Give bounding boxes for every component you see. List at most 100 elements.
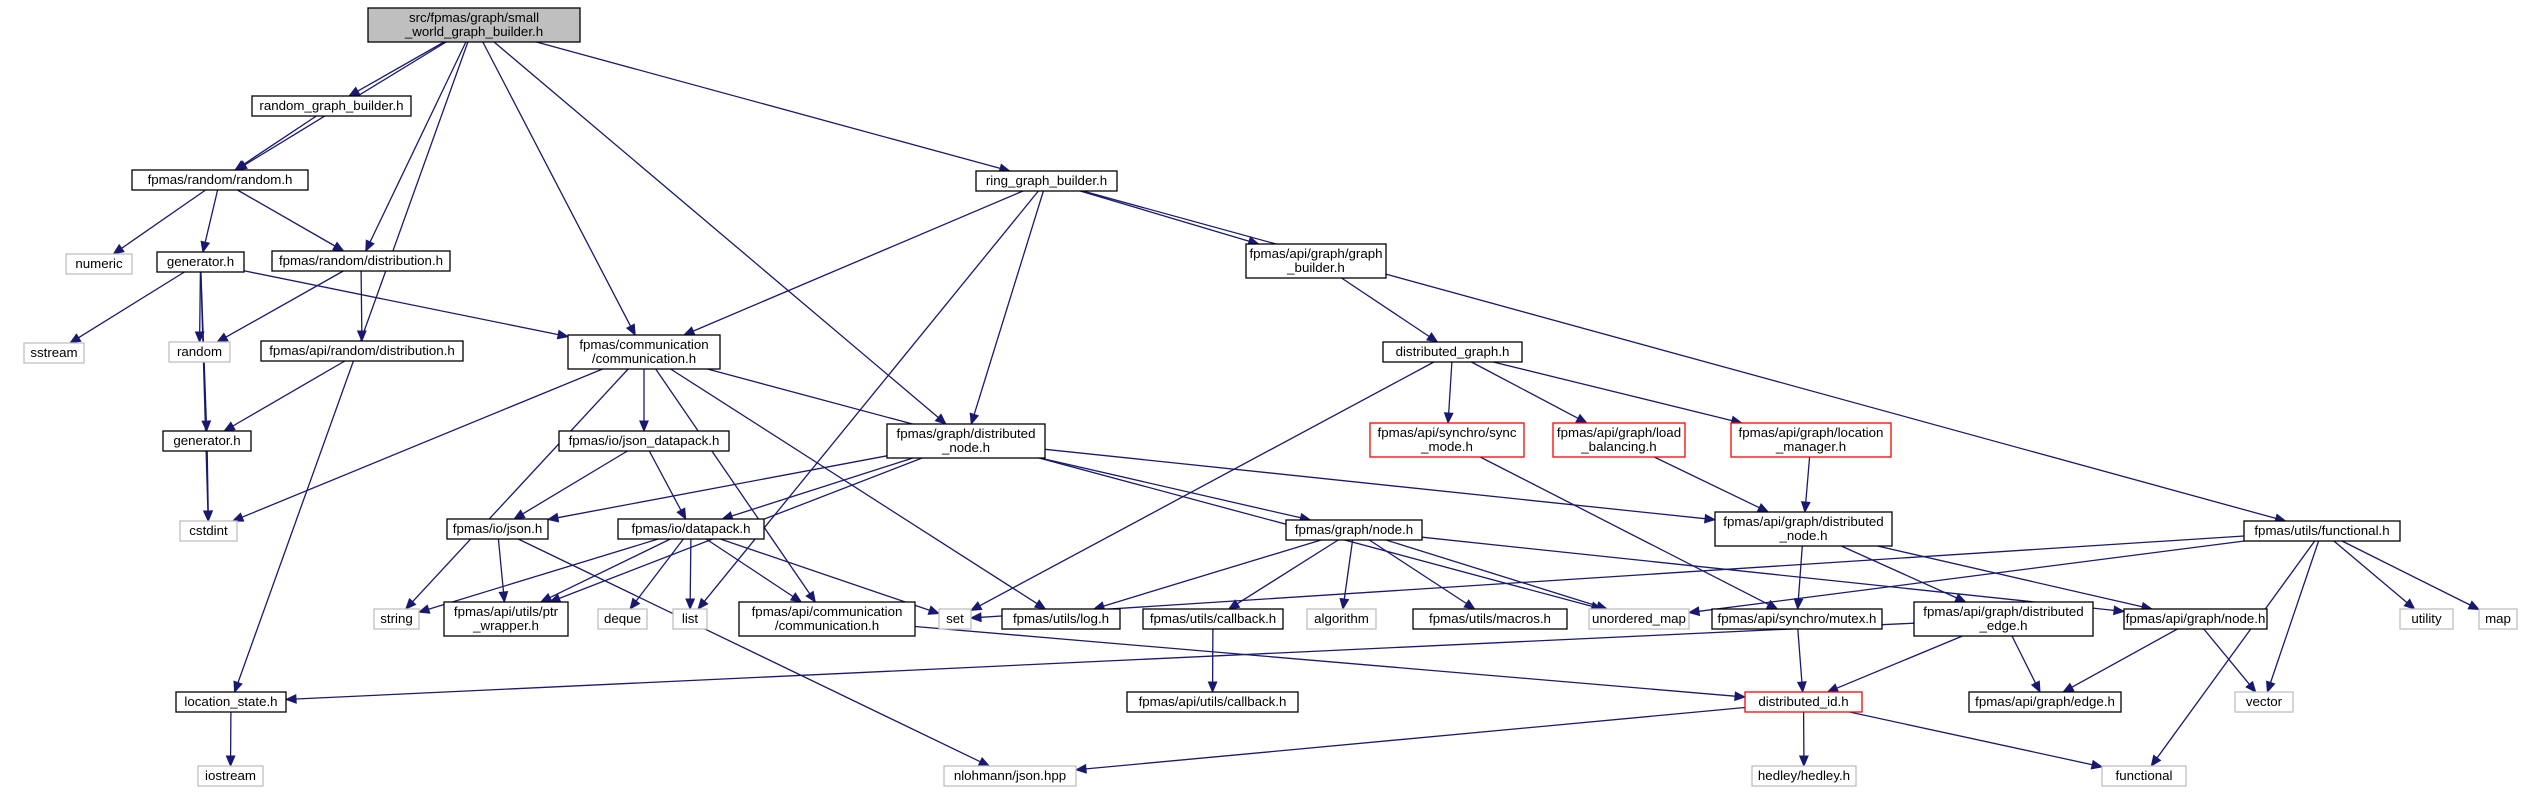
edge-line <box>549 538 671 599</box>
edge-arrowhead <box>1074 763 1087 774</box>
node-ls[interactable]: location_state.h <box>175 691 287 713</box>
edge-line <box>78 271 185 339</box>
node-edge[interactable]: fpmas/api/graph/edge.h <box>1968 691 2122 713</box>
node-gen1[interactable]: generator.h <box>156 251 245 273</box>
node-box <box>1588 608 1690 630</box>
edge-arrowhead <box>112 243 125 255</box>
edge-arrowhead <box>233 680 243 694</box>
edge-comm-to-jdp <box>639 369 649 433</box>
edge-func-to-vector <box>2266 540 2320 694</box>
node-lm[interactable]: fpmas/api/graph/location_manager.h <box>1730 422 1892 458</box>
edge-jdp-to-json <box>512 450 628 520</box>
node-label: unordered_map <box>1592 611 1686 626</box>
edge-func-to-set <box>969 535 2245 623</box>
edge-arrowhead <box>225 755 236 768</box>
node-dg[interactable]: distributed_graph.h <box>1382 341 1523 363</box>
node-gen2[interactable]: generator.h <box>162 430 252 452</box>
edge-arrowhead <box>347 86 361 97</box>
node-jdp[interactable]: fpmas/io/json_datapack.h <box>558 430 730 452</box>
edge-arrowhead <box>2030 680 2041 694</box>
node-rgb[interactable]: random_graph_builder.h <box>251 95 412 117</box>
node-label: _manager.h <box>1775 439 1846 454</box>
edge-anode-to-edge <box>2061 628 2178 693</box>
node-anode[interactable]: fpmas/api/graph/node.h <box>2123 608 2268 630</box>
node-box <box>23 342 85 364</box>
node-ade[interactable]: fpmas/api/graph/distributed_edge.h <box>1913 601 2094 637</box>
edge-acomm-to-did <box>914 625 1747 702</box>
node-label: set <box>946 611 964 626</box>
node-box <box>1001 608 1121 630</box>
node-label: generator.h <box>167 254 234 269</box>
node-json[interactable]: fpmas/io/json.h <box>446 518 549 540</box>
node-box <box>1245 243 1387 279</box>
node-did[interactable]: distributed_id.h <box>1744 691 1863 713</box>
node-dist[interactable]: fpmas/random/distribution.h <box>271 250 451 272</box>
edge-line <box>2011 635 2037 684</box>
edge-json-to-nlohmann <box>517 538 991 767</box>
node-acomm[interactable]: fpmas/api/communication/communication.h <box>738 601 916 637</box>
edge-arrowhead <box>927 605 941 615</box>
node-gdn[interactable]: fpmas/graph/distributed_node.h <box>886 423 1046 459</box>
edge-lb-to-adn <box>1653 456 1770 513</box>
edge-arrowhead <box>223 421 236 432</box>
node-numeric: numeric <box>65 253 133 275</box>
edge-line <box>482 41 632 327</box>
node-box <box>2234 691 2294 713</box>
node-log[interactable]: fpmas/utils/log.h <box>1001 608 1121 630</box>
node-sync[interactable]: fpmas/api/synchro/sync_mode.h <box>1369 422 1525 458</box>
node-box <box>131 169 309 191</box>
edge-comm-to-log <box>670 368 1047 610</box>
edge-arrowhead <box>2266 680 2276 694</box>
edge-datapack-to-deque <box>629 538 684 611</box>
node-mutex[interactable]: fpmas/api/synchro/mutex.h <box>1711 608 1883 630</box>
node-cb[interactable]: fpmas/utils/callback.h <box>1142 608 1284 630</box>
node-box <box>251 95 412 117</box>
node-label: fpmas/communication <box>579 337 708 352</box>
node-label: fpmas/api/graph/graph <box>1249 246 1382 261</box>
edge-line <box>1797 628 1803 683</box>
node-label: iostream <box>205 768 256 783</box>
node-apidist[interactable]: fpmas/api/random/distribution.h <box>260 340 464 362</box>
edge-arrowhead <box>68 333 82 344</box>
edge-line <box>199 271 202 333</box>
node-gnode[interactable]: fpmas/graph/node.h <box>1285 519 1423 541</box>
edge-line <box>1653 456 1760 509</box>
node-comm[interactable]: fpmas/communication/communication.h <box>567 334 721 370</box>
edge-line <box>980 535 2245 618</box>
edge-arrowhead <box>194 331 205 344</box>
edge-line <box>369 41 467 243</box>
node-label: fpmas/api/graph/edge.h <box>1975 694 2115 709</box>
edge-func-to-utility <box>2333 540 2416 610</box>
node-box <box>168 341 231 363</box>
node-box <box>1744 691 1863 713</box>
edge-lm-to-adn <box>1800 456 1811 514</box>
node-gb[interactable]: fpmas/api/graph/graph_builder.h <box>1245 243 1387 279</box>
node-func[interactable]: fpmas/utils/functional.h <box>2243 520 2401 542</box>
edge-line <box>1805 456 1811 503</box>
node-label: _node.h <box>1778 528 1827 543</box>
edge-arrowhead <box>1734 691 1747 702</box>
node-ptr[interactable]: fpmas/api/utils/ptr_wrapper.h <box>443 601 569 637</box>
edge-json-to-ptr <box>497 538 509 604</box>
node-random[interactable]: fpmas/random/random.h <box>131 169 309 191</box>
edge-line <box>1877 545 2143 608</box>
edge-line <box>1085 706 1746 770</box>
node-ring[interactable]: ring_graph_builder.h <box>975 170 1118 192</box>
node-label: fpmas/api/synchro/sync <box>1378 425 1517 440</box>
edge-arrowhead <box>1339 597 1350 611</box>
edge-arrowhead <box>629 597 641 611</box>
node-label: string <box>380 611 413 626</box>
node-box <box>2243 520 2401 542</box>
node-macros[interactable]: fpmas/utils/macros.h <box>1412 608 1568 630</box>
node-box <box>567 334 721 370</box>
node-root[interactable]: src/fpmas/graph/small_world_graph_builde… <box>367 7 581 43</box>
node-acb[interactable]: fpmas/api/utils/callback.h <box>1126 691 1299 713</box>
node-datapack[interactable]: fpmas/io/datapack.h <box>617 518 765 540</box>
edge-arrowhead <box>512 509 526 520</box>
node-box <box>2101 765 2187 787</box>
node-layer: src/fpmas/graph/small_world_graph_builde… <box>23 7 2518 787</box>
node-functional: functional <box>2101 765 2187 787</box>
node-adn[interactable]: fpmas/api/graph/distributed_node.h <box>1714 511 1893 547</box>
node-lb[interactable]: fpmas/api/graph/load_balancing.h <box>1552 422 1686 458</box>
edge-arrowhead <box>977 757 991 767</box>
